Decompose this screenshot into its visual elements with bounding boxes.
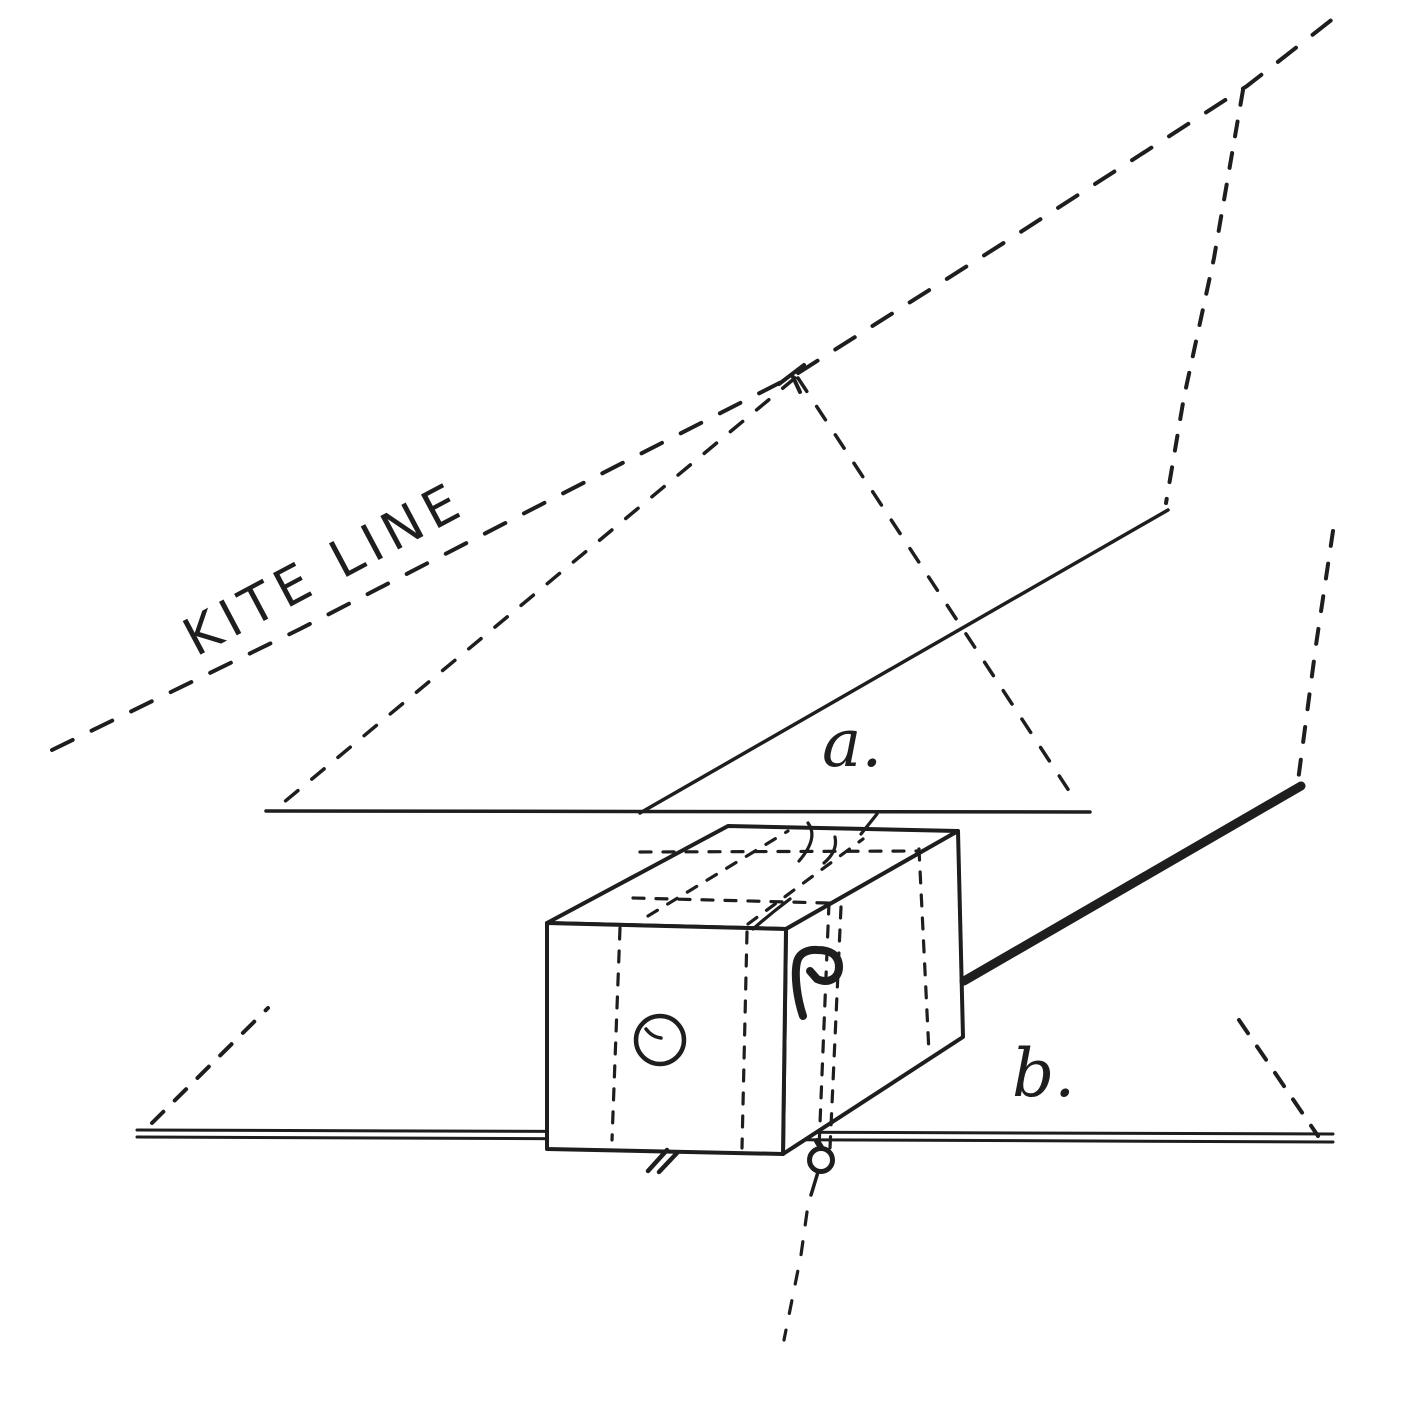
stick-brace xyxy=(959,781,1306,986)
snap-hook xyxy=(791,945,843,1020)
lower-right-leg xyxy=(1237,1018,1320,1138)
cord-end-ticks xyxy=(645,1147,680,1175)
apex-knot xyxy=(777,363,806,394)
bridle-left-leg xyxy=(281,376,797,805)
stick-b-label: b. xyxy=(1012,1035,1075,1112)
upper-right-bridle xyxy=(1164,88,1245,505)
cord-knots xyxy=(751,812,879,931)
camera-box xyxy=(545,812,965,1175)
lashing-cords xyxy=(610,829,931,1150)
ring-tail xyxy=(809,1170,820,1197)
mid-right-bridle xyxy=(1296,529,1335,783)
pull-cord xyxy=(782,1210,809,1342)
release-ring xyxy=(807,1146,835,1174)
box-front-face xyxy=(545,921,788,1156)
lens-opening xyxy=(633,1013,687,1067)
lower-left-leg xyxy=(150,1006,270,1125)
bridle-right-leg xyxy=(796,376,1079,805)
stick-a-diagonal xyxy=(638,508,1170,815)
release-ring-assembly xyxy=(782,1138,835,1342)
kite-line-label: KITE LINE xyxy=(174,470,476,668)
stick-a-label: a. xyxy=(822,705,882,782)
kite-line xyxy=(50,16,1336,752)
stick-a-line xyxy=(264,809,1092,814)
